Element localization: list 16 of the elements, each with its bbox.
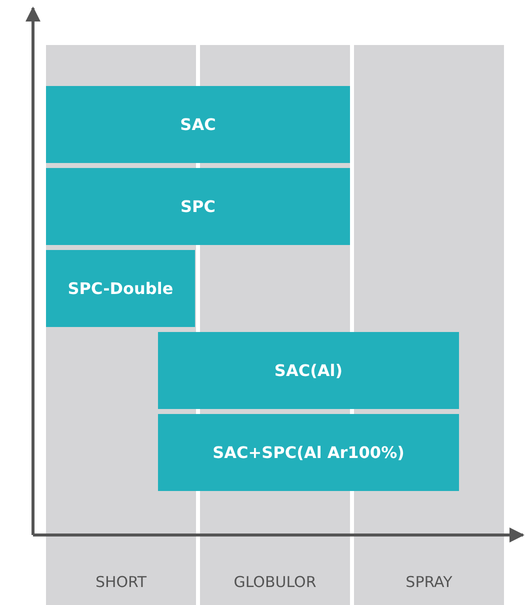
range-bar — [158, 332, 459, 409]
range-bar — [158, 414, 459, 491]
range-bar — [46, 86, 350, 163]
column-band — [46, 540, 196, 605]
column-band — [200, 540, 350, 605]
range-bar — [46, 250, 195, 327]
bar-label: SAC — [180, 115, 216, 134]
bar-label: SAC(Al) — [274, 361, 343, 380]
range-bar — [46, 168, 350, 245]
column-label: SHORT — [95, 573, 147, 591]
column-label: GLOBULOR — [234, 573, 316, 591]
bar-label: SPC — [180, 197, 216, 216]
column-label: SPRAY — [406, 573, 452, 591]
bar-label: SPC-Double — [68, 279, 174, 298]
bar-label: SAC+SPC(Al Ar100%) — [212, 443, 404, 462]
column-band — [354, 540, 504, 605]
